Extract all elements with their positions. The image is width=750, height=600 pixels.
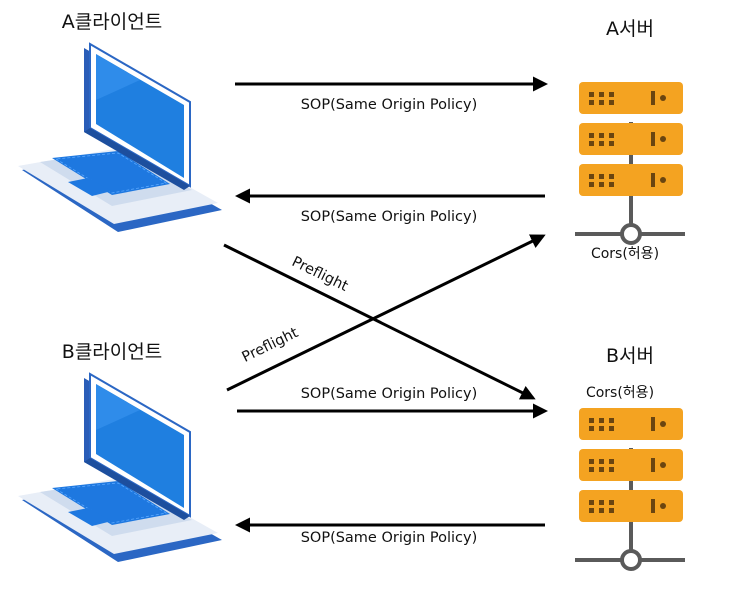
- server-a-server-icon: [573, 80, 687, 245]
- preflight-arrow-a-to-server-b: [223, 243, 536, 400]
- sop-label-2: SOP(Same Origin Policy): [301, 209, 478, 225]
- sop-label-3: SOP(Same Origin Policy): [301, 386, 478, 402]
- sop-label-4: SOP(Same Origin Policy): [301, 530, 478, 546]
- client-b-title: B클라이언트: [62, 341, 162, 363]
- preflight-label-1: Preflight: [289, 254, 350, 295]
- server-a-cors-label: Cors(허용): [591, 246, 659, 262]
- client-b-laptop-icon: [17, 373, 223, 563]
- server-a-title: A서버: [606, 18, 654, 40]
- server-b-server-icon: [573, 406, 687, 571]
- sop-label-1: SOP(Same Origin Policy): [301, 97, 478, 113]
- preflight-arrow-b-to-server-a: [226, 234, 546, 392]
- server-b-cors-label: Cors(허용): [586, 385, 654, 401]
- client-a-laptop-icon: [17, 43, 223, 233]
- client-a-title: A클라이언트: [62, 11, 162, 33]
- server-b-title: B서버: [606, 345, 654, 367]
